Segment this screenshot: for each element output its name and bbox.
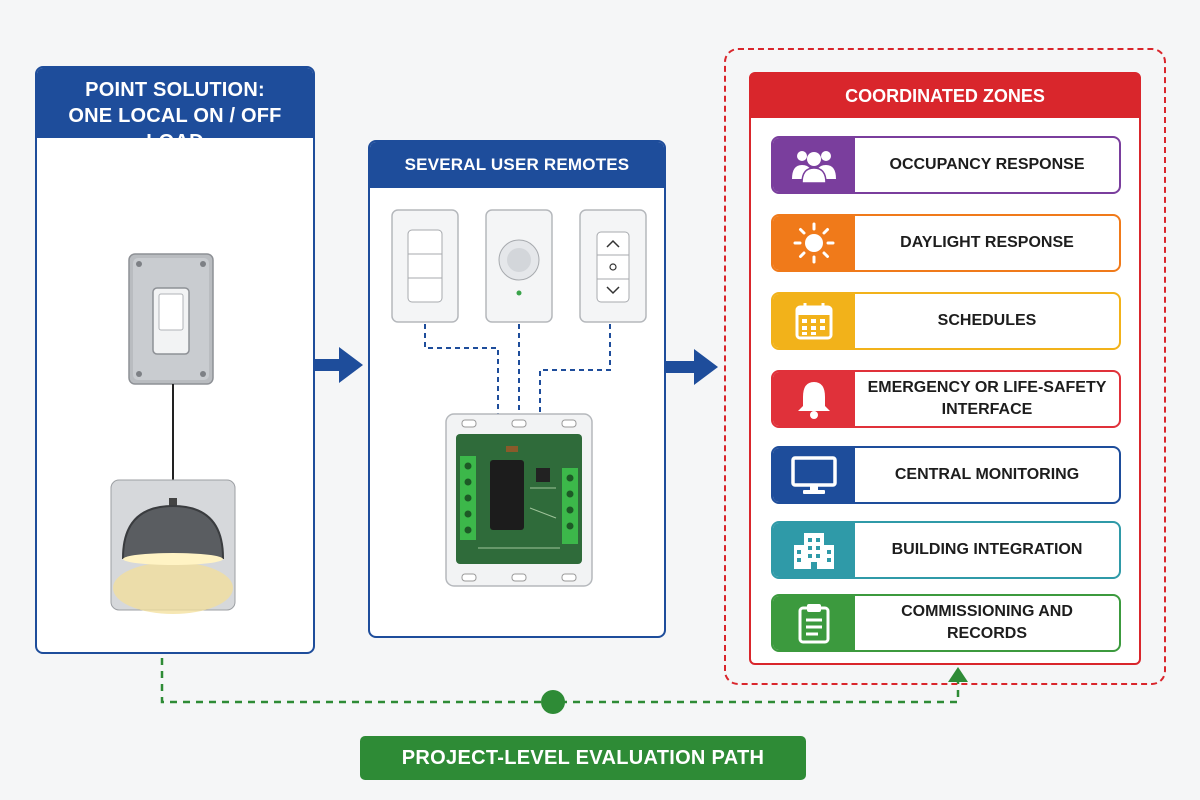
- point-solution-title-line2: ONE LOCAL ON / OFF LOAD: [68, 105, 282, 153]
- zone-label: BUILDING INTEGRATION: [891, 541, 1083, 558]
- user-remotes-panel: SEVERAL USER REMOTES: [368, 140, 666, 638]
- building-icon: [773, 523, 855, 577]
- calendar-icon: [773, 294, 855, 348]
- zone-label: EMERGENCY OR LIFE-SAFETY INTERFACE: [867, 379, 1107, 418]
- point-solution-header: POINT SOLUTION: ONE LOCAL ON / OFF LOAD: [37, 68, 313, 153]
- user-remotes-header: SEVERAL USER REMOTES: [370, 142, 664, 188]
- pendant-lamp-icon: [110, 479, 236, 614]
- people-icon: [773, 138, 855, 192]
- zone-emergency-life-safety: EMERGENCY OR LIFE-SAFETY INTERFACE: [771, 370, 1121, 428]
- coordinated-zones-header: COORDINATED ZONES: [751, 74, 1139, 118]
- relay-controller-module-icon: [445, 413, 593, 587]
- occupancy-sensor-remote-icon: [485, 209, 553, 323]
- zone-occupancy-response: OCCUPANCY RESPONSE: [771, 136, 1121, 194]
- button-keypad-remote-icon: [391, 209, 459, 323]
- coordinated-zones-outline: [724, 48, 1166, 685]
- switch-and-lamp-illustration: [110, 253, 236, 614]
- dimmer-remote-icon: [579, 209, 647, 323]
- zone-commissioning-records: COMMISSIONING AND RECORDS: [771, 594, 1121, 652]
- sun-icon: [773, 216, 855, 270]
- zone-daylight-response: DAYLIGHT RESPONSE: [771, 214, 1121, 272]
- zone-schedules: SCHEDULES: [771, 292, 1121, 350]
- zone-label: DAYLIGHT RESPONSE: [900, 234, 1074, 251]
- wall-switch-icon: [128, 253, 214, 385]
- point-solution-panel: POINT SOLUTION: ONE LOCAL ON / OFF LOAD: [35, 66, 315, 654]
- clipboard-icon: [773, 596, 855, 650]
- bell-icon: [773, 372, 855, 426]
- point-solution-title-line1: POINT SOLUTION:: [85, 79, 265, 101]
- zone-label: COMMISSIONING AND RECORDS: [901, 603, 1073, 642]
- remotes-illustration: [391, 209, 647, 587]
- zone-label: SCHEDULES: [937, 312, 1037, 329]
- flow-arrow-1-icon: [315, 347, 363, 383]
- flow-arrow-2-icon: [666, 349, 718, 385]
- zone-label: OCCUPANCY RESPONSE: [889, 156, 1085, 173]
- monitor-icon: [773, 448, 855, 502]
- zone-central-monitoring: CENTRAL MONITORING: [771, 446, 1121, 504]
- zone-building-integration: BUILDING INTEGRATION: [771, 521, 1121, 579]
- evaluation-path-label: PROJECT-LEVEL EVALUATION PATH: [360, 736, 806, 780]
- coordinated-zones-panel: COORDINATED ZONES OCCUPANCY RESPONSE: [749, 72, 1141, 665]
- zone-label: CENTRAL MONITORING: [894, 466, 1080, 483]
